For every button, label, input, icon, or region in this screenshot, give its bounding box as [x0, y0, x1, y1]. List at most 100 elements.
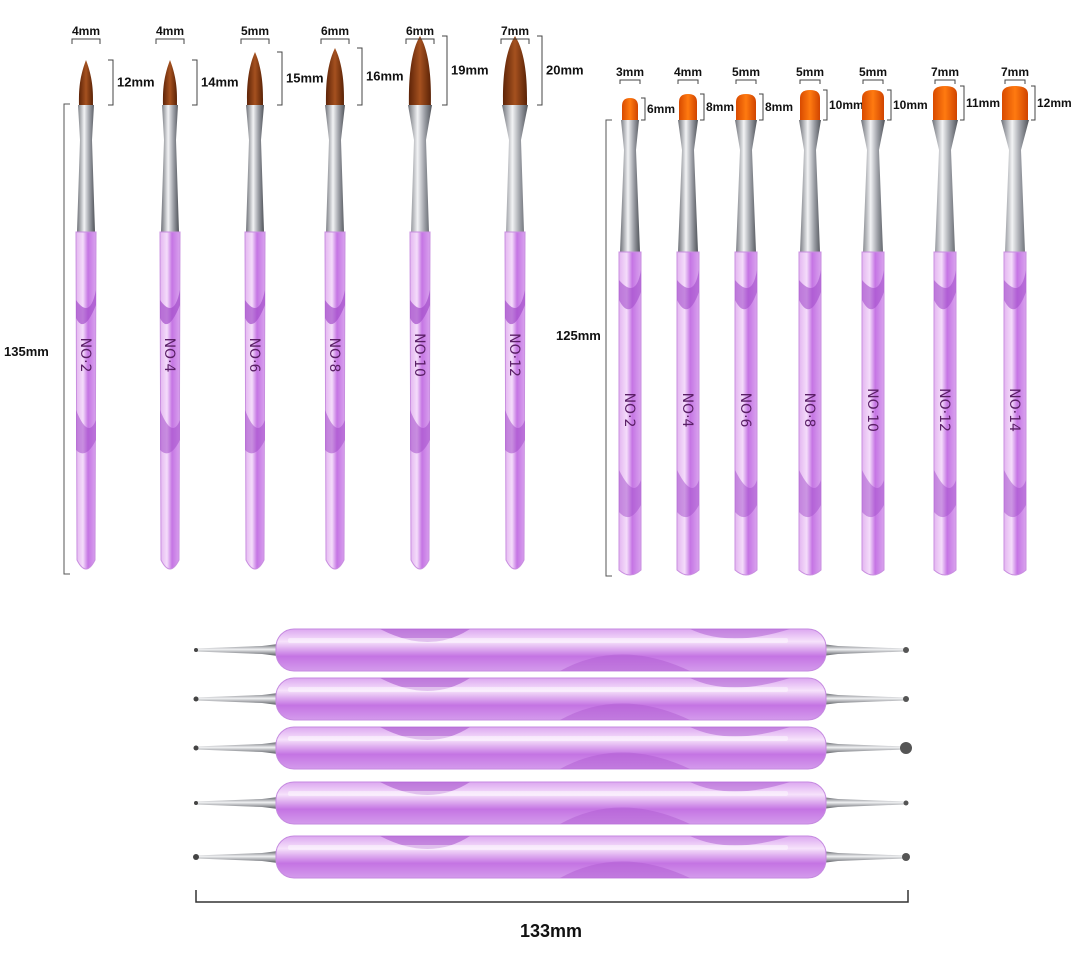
metal-tip: [196, 851, 278, 863]
marble-swirl: [677, 470, 699, 518]
bristle-bracket: [887, 89, 892, 121]
metal-tip: [196, 742, 278, 754]
brush-number: NO·8: [801, 393, 817, 428]
brush-number: NO·4: [679, 393, 695, 428]
bristle-bracket: [1031, 85, 1036, 121]
bristle-bracket: [641, 97, 646, 121]
bristle-bracket: [537, 35, 543, 106]
marble-swirl: [410, 410, 430, 454]
ferrule: [735, 120, 757, 252]
dotting-tool: [194, 781, 909, 825]
ferrule: [799, 120, 821, 252]
overall-length-label: 135mm: [4, 344, 49, 359]
brush-number: NO·8: [326, 338, 342, 373]
handle: [244, 231, 266, 570]
width-bracket: [862, 79, 884, 84]
bristle-bracket: [277, 51, 283, 106]
marble-swirl: [325, 290, 345, 325]
overall-length-label: 133mm: [520, 921, 582, 941]
dotting-tool: [193, 835, 910, 879]
marble-swirl: [690, 836, 790, 846]
ball-tip: [903, 800, 909, 806]
brush-number: NO·6: [737, 393, 753, 428]
bristle-bracket: [357, 47, 363, 106]
marble-swirl: [160, 410, 180, 454]
handle: [75, 231, 97, 570]
bristle-length-label: 14mm: [201, 75, 239, 90]
bristle: [679, 94, 697, 120]
marble-swirl: [560, 654, 690, 671]
width-label: 6mm: [321, 24, 349, 38]
marble-swirl: [410, 290, 430, 325]
bristle-length-label: 11mm: [966, 96, 1000, 110]
marble-swirl: [505, 410, 525, 454]
width-label: 7mm: [931, 65, 959, 79]
brush-number: NO·10: [411, 333, 427, 377]
ball-tip: [900, 742, 912, 754]
width-label: 5mm: [796, 65, 824, 79]
handle: [504, 231, 526, 570]
bristle-length-label: 10mm: [893, 98, 928, 112]
ferrule: [502, 105, 528, 232]
marble-swirl: [560, 703, 690, 720]
marble-swirl: [380, 629, 470, 642]
width-bracket: [619, 79, 641, 84]
width-label: 6mm: [406, 24, 434, 38]
marble-swirl: [735, 270, 757, 310]
width-label: 5mm: [732, 65, 760, 79]
marble-swirl: [677, 270, 699, 310]
ferrule: [408, 105, 432, 232]
marble-swirl: [505, 290, 525, 325]
marble-swirl: [76, 410, 96, 454]
ball-tip: [193, 745, 199, 751]
brush-number: NO·6: [246, 338, 262, 373]
marble-swirl: [160, 290, 180, 325]
marble-swirl: [380, 782, 470, 795]
ferrule: [246, 105, 264, 232]
width-label: 4mm: [72, 24, 100, 38]
width-label: 4mm: [156, 24, 184, 38]
length-bracket: [195, 890, 909, 903]
marble-swirl: [690, 782, 790, 792]
marble-swirl: [690, 727, 790, 737]
bristle-bracket: [700, 93, 705, 121]
brush-number: NO·2: [621, 393, 637, 428]
highlight: [288, 736, 788, 741]
ferrule: [1001, 120, 1029, 252]
bristle-length-label: 12mm: [1037, 96, 1072, 110]
marble-swirl: [619, 270, 641, 310]
marble-swirl: [799, 270, 821, 310]
marble-swirl: [690, 629, 790, 639]
marble-swirl: [862, 270, 884, 310]
width-bracket: [71, 38, 101, 44]
ferrule: [861, 120, 885, 252]
ferrule: [77, 105, 95, 232]
ferrule: [161, 105, 179, 232]
width-bracket: [735, 79, 757, 84]
bristle: [622, 98, 638, 120]
bristle-bracket: [108, 59, 114, 106]
dotting-tool: [194, 628, 909, 672]
marble-swirl: [862, 470, 884, 518]
dotting-tool-set: 133mm: [193, 628, 912, 941]
marble-swirl: [799, 470, 821, 518]
bristle: [162, 60, 178, 105]
width-bracket: [405, 38, 435, 44]
marble-swirl: [380, 727, 470, 740]
bristle-length-label: 8mm: [706, 100, 734, 114]
marble-swirl: [245, 410, 265, 454]
bristle-bracket: [192, 59, 198, 106]
bristle: [325, 48, 345, 105]
width-bracket: [799, 79, 821, 84]
bristle-length-label: 19mm: [451, 63, 489, 78]
ball-tip: [903, 696, 909, 702]
width-bracket: [320, 38, 350, 44]
metal-tip: [196, 644, 278, 656]
highlight: [288, 687, 788, 692]
width-label: 5mm: [859, 65, 887, 79]
bristle-bracket: [442, 35, 448, 106]
